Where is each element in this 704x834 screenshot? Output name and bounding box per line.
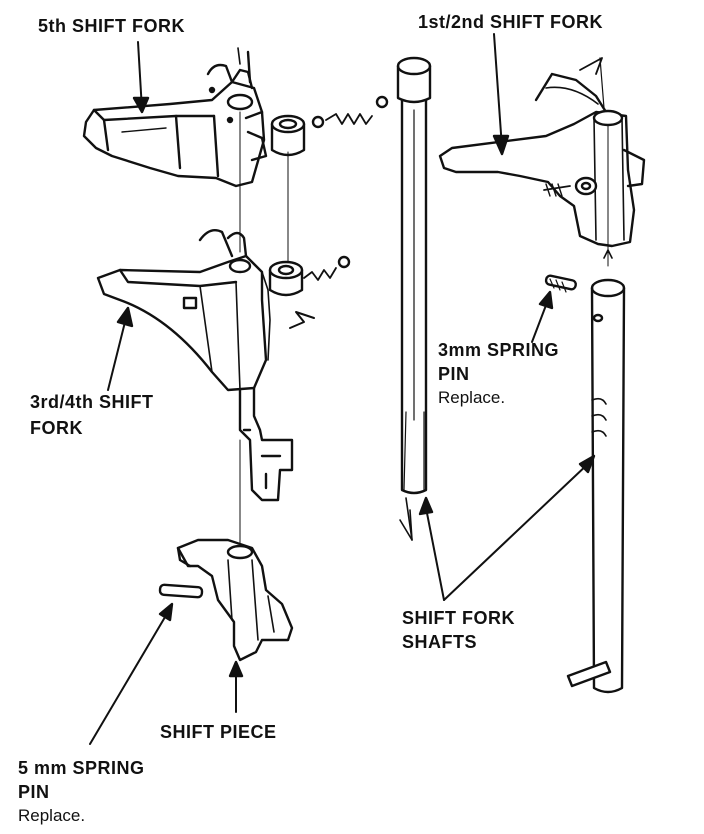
label-third-fourth-fork-line2: FORK	[30, 418, 83, 438]
label-shift-fork-shafts-line1: SHIFT FORK	[402, 608, 515, 628]
third-fourth-shift-fork-part	[96, 229, 294, 502]
label-first-second-shift-fork: 1st/2nd SHIFT FORK	[418, 12, 604, 32]
shift-piece-part	[176, 538, 294, 662]
label-shift-piece: SHIFT PIECE	[160, 722, 277, 742]
label-3mm-spring-pin-line2: PIN	[438, 364, 470, 384]
third-fourth-fork-leader	[107, 306, 134, 391]
first-second-fork-leader	[492, 33, 510, 156]
fifth-shift-fork-part	[82, 63, 268, 188]
middle-collar-and-spring	[268, 255, 351, 329]
label-third-fourth-fork-line1: 3rd/4th SHIFT	[30, 392, 154, 412]
label-5mm-spring-pin-line1: 5 mm SPRING	[18, 758, 145, 778]
label-3mm-spring-pin-line1: 3mm SPRING	[438, 340, 560, 360]
shift-piece-leader	[228, 660, 244, 713]
fifth-fork-leader	[132, 41, 252, 114]
right-shift-fork-shaft	[566, 249, 626, 694]
first-second-shift-fork-part	[438, 57, 646, 267]
label-fifth-shift-fork: 5th SHIFT FORK	[38, 16, 185, 36]
label-shift-fork-shafts-line2: SHAFTS	[402, 632, 477, 652]
spring-pin-3mm-part	[531, 274, 577, 343]
left-shift-fork-shaft	[396, 56, 432, 541]
spring-pin-5mm-part	[89, 583, 204, 745]
upper-collar-and-spring	[270, 95, 389, 157]
shift-fork-shafts-leaders	[418, 454, 596, 601]
label-5mm-spring-pin-line2: PIN	[18, 782, 50, 802]
label-5mm-spring-pin-note: Replace.	[18, 806, 86, 825]
label-3mm-spring-pin-note: Replace.	[438, 388, 506, 407]
